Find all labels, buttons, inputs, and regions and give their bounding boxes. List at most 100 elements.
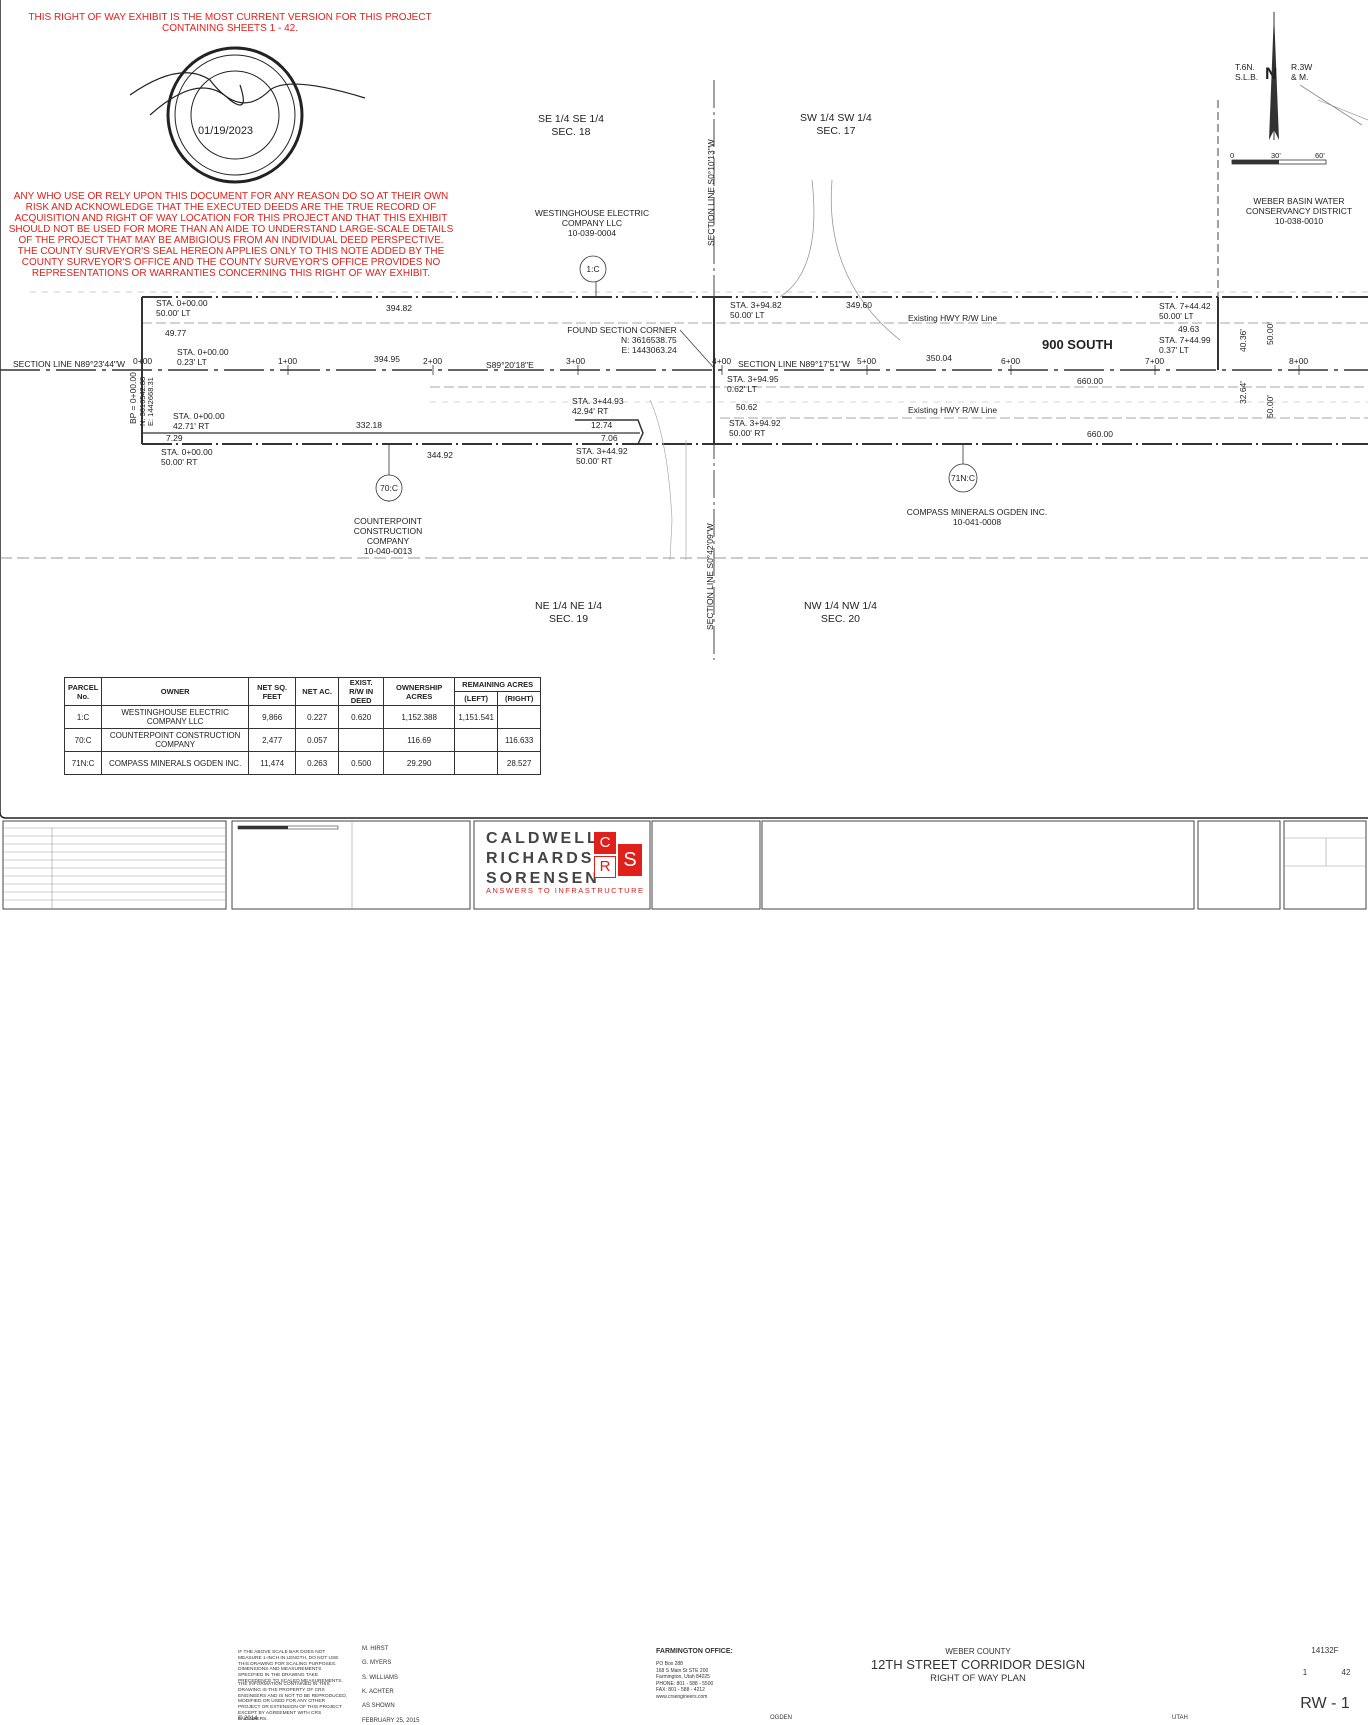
- disclaimer-line: RISK AND ACKNOWLEDGE THAT THE EXECUTED D…: [25, 202, 437, 213]
- station-8: 8+00: [1289, 356, 1309, 366]
- th-remaining: REMAINING ACRES: [454, 677, 542, 692]
- crs-logo-r-icon: R: [594, 856, 616, 878]
- parcel-tag-70c: 70:C: [380, 483, 398, 493]
- th-ownership: OWNERSHIP ACRES: [383, 677, 456, 706]
- section-line-left: SECTION LINE N89°23'44"W: [13, 359, 125, 369]
- sheet-number: 1: [1302, 1668, 1308, 1677]
- dim-32-64: 32.64': [1238, 381, 1248, 404]
- north-arrow-range: R.3W& M.: [1291, 62, 1313, 82]
- table-cell: COUNTERPOINT CONSTRUCTION COMPANY: [101, 728, 250, 752]
- dim-394-95: 394.95: [374, 354, 400, 364]
- scale-thirty: 30': [1271, 151, 1281, 160]
- disclaimer-note: ANY WHO USE OR RELY UPON THIS DOCUMENT F…: [8, 191, 454, 279]
- table-cell: 1:C: [63, 705, 103, 729]
- scale-note: IF THE ABOVE SCALE BAR DOES NOT MEASURE …: [238, 1650, 343, 1684]
- office-line: www.crsengineers.com: [656, 1693, 708, 1700]
- sheet-total: 42: [1341, 1668, 1351, 1677]
- th-owner: OWNER: [101, 677, 250, 706]
- dim-50-bottom: 50.00': [1265, 395, 1275, 418]
- scale-value: AS SHOWN: [362, 1703, 395, 1709]
- county-title: WEBER COUNTY: [945, 1647, 1011, 1656]
- sheet-title: RIGHT OF WAY PLAN: [930, 1673, 1026, 1684]
- crs-logo-s-icon: S: [618, 844, 642, 876]
- dim-350-04: 350.04: [926, 353, 952, 363]
- right-of-way-plan-drawing: [0, 0, 1368, 910]
- state: UTAH: [1172, 1715, 1188, 1721]
- th-net-sq: NET SQ. FEET: [248, 677, 297, 706]
- dim-50-62: 50.62: [736, 402, 758, 412]
- th-net-ac: NET AC.: [295, 677, 340, 706]
- firm-name: CALDWELL RICHARDS SORENSEN: [486, 830, 600, 887]
- station-1: 1+00: [278, 356, 298, 366]
- disclaimer-line: THE COUNTY SURVEYOR'S SEAL HEREON APPLIE…: [17, 246, 445, 257]
- parcel-tag-1c-circle: [579, 255, 607, 283]
- parcel-tag-71nc: 71N:C: [950, 473, 976, 483]
- bp-easting: E: 1442668.31: [146, 377, 155, 426]
- existing-row-top: Existing HWY R/W Line: [908, 313, 998, 323]
- drawn-by: G. MYERS: [362, 1660, 392, 1666]
- dim-7-29: 7.29: [166, 433, 183, 443]
- owner-compass: COMPASS MINERALS OGDEN INC.10-041-0008: [906, 507, 1048, 527]
- disclaimer-line: REPRESENTATIONS OR WARRANTIES CONCERNING…: [31, 268, 431, 279]
- county-surveyor-seal-icon: [129, 46, 366, 184]
- table-cell: 0.263: [295, 751, 340, 775]
- bp-station: BP = 0+00.00: [128, 372, 138, 424]
- parcel-tag-70c-circle: [375, 474, 403, 502]
- station-4: 4+00: [712, 356, 732, 366]
- city: OGDEN: [770, 1715, 793, 1721]
- dim-332-18: 332.18: [356, 420, 382, 430]
- table-cell: 116.69: [383, 728, 456, 752]
- office-line: FAX: 801 - 588 - 4212: [656, 1687, 705, 1693]
- th-left: (LEFT): [454, 691, 499, 706]
- table-cell: 0.500: [338, 751, 385, 775]
- station-6: 6+00: [1001, 356, 1021, 366]
- table-cell: 71N:C: [63, 751, 103, 775]
- scale-sixty: 60': [1315, 151, 1325, 160]
- dim-394-82: 394.82: [386, 303, 412, 313]
- date-value: FEBRUARY 25, 2015: [362, 1718, 420, 1724]
- project-title: 12TH STREET CORRIDOR DESIGN: [870, 1657, 1086, 1672]
- seal-date: 01/19/2023: [198, 125, 254, 137]
- dim-12-74: 12.74: [591, 420, 613, 430]
- table-cell: [454, 751, 499, 775]
- station-7: 7+00: [1145, 356, 1165, 366]
- station-0: 0+00: [133, 356, 153, 366]
- section-line-right: SECTION LINE N89°17'51"W: [738, 359, 850, 369]
- table-cell: [497, 705, 542, 729]
- north-arrow-icon: [1269, 12, 1279, 140]
- scale-bar-icon: [1231, 159, 1327, 165]
- disclaimer-line: COUNTY SURVEYOR'S OFFICE AND THE COUNTY …: [21, 257, 441, 268]
- th-exist-rw: EXIST. R/W IN DEED: [338, 677, 385, 706]
- table-cell: 2,477: [248, 728, 297, 752]
- project-number: 14132F: [1311, 1646, 1339, 1655]
- road-name: 900 SOUTH: [1042, 337, 1113, 352]
- th-parcel: PARCEL No.: [63, 677, 103, 706]
- current-version-note: THIS RIGHT OF WAY EXHIBIT IS THE MOST CU…: [28, 12, 432, 34]
- table-cell: 9,866: [248, 705, 297, 729]
- station-2: 2+00: [423, 356, 443, 366]
- table-cell: 0.227: [295, 705, 340, 729]
- table-cell: 1,151.541: [454, 705, 499, 729]
- dim-50-top: 50.00': [1265, 322, 1275, 345]
- disclaimer-line: ANY WHO USE OR RELY UPON THIS DOCUMENT F…: [13, 191, 449, 202]
- sheet-id: RW - 1: [1300, 1695, 1350, 1712]
